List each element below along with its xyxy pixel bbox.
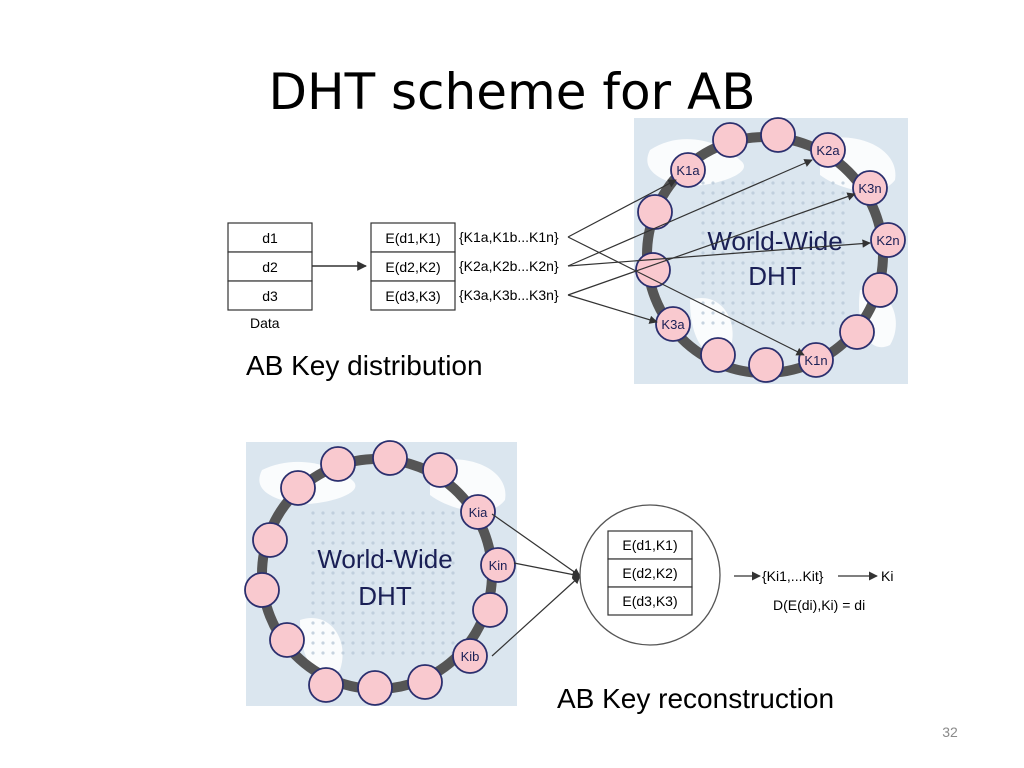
dht-node-top-6 bbox=[870, 222, 906, 258]
encrypted-row-2: E(d2,K2) bbox=[385, 259, 440, 275]
key-set-1: {K1a,K1b...K1n} bbox=[459, 229, 559, 245]
dht-node-bottom-8-label: Kib bbox=[461, 649, 480, 664]
encrypted-table-bottom: E(d1,K1) E(d2,K2) E(d3,K3) bbox=[607, 530, 693, 616]
dht-node-top-11 bbox=[700, 337, 736, 373]
dht-node-top-4-label: K2a bbox=[816, 143, 840, 158]
encrypted-row-bottom-3: E(d3,K3) bbox=[622, 593, 677, 609]
dht-node-top-14 bbox=[637, 194, 673, 230]
dht-node-bottom-9 bbox=[407, 664, 443, 700]
dht-node-bottom-12 bbox=[269, 622, 305, 658]
dht-node-bottom-5 bbox=[460, 494, 496, 530]
dht-node-bottom-2 bbox=[320, 446, 356, 482]
arrow-k3-to-k3n bbox=[567, 192, 856, 296]
arrow-k2-to-k2a bbox=[567, 159, 813, 267]
encrypted-table: E(d1,K1) E(d2,K2) E(d3,K3) bbox=[370, 222, 456, 311]
reconstruction-arrows bbox=[491, 513, 581, 657]
dht-node-top-3 bbox=[760, 117, 796, 153]
dht-node-top-7 bbox=[862, 272, 898, 308]
encrypted-row-1: E(d1,K1) bbox=[385, 230, 440, 246]
arrow-kia-to-circle bbox=[491, 513, 581, 577]
dht-node-bottom-4 bbox=[422, 452, 458, 488]
arrow-k1-to-k1a bbox=[567, 179, 677, 238]
slide-title: DHT scheme for AB bbox=[268, 63, 756, 114]
dht-node-bottom-8 bbox=[452, 638, 488, 674]
dht-node-top-1 bbox=[670, 152, 706, 188]
reconstructed-key: Ki bbox=[881, 568, 893, 584]
arrow-k1-to-k1n bbox=[567, 236, 805, 356]
arrow-kib-to-circle bbox=[491, 575, 581, 657]
dht-node-top-9-label: K1n bbox=[804, 353, 827, 368]
page-number: 32 bbox=[942, 724, 958, 740]
dht-label-world-wide-bottom: World-Wide bbox=[317, 544, 452, 574]
data-row-2: d2 bbox=[262, 259, 278, 275]
dht-node-bottom-13 bbox=[244, 572, 280, 608]
data-row-3: d3 bbox=[262, 288, 278, 304]
caption-key-reconstruction: AB Key reconstruction bbox=[557, 683, 835, 714]
reconstructed-key-set: {Ki1,...Kit} bbox=[762, 568, 824, 584]
dht-node-top-8 bbox=[839, 314, 875, 350]
dht-node-top-12-label: K3a bbox=[661, 317, 685, 332]
encrypted-row-bottom-1: E(d1,K1) bbox=[622, 537, 677, 553]
dht-node-top-5 bbox=[852, 170, 888, 206]
dht-label-dht-top: DHT bbox=[748, 261, 802, 291]
dht-node-bottom-6-label: Kin bbox=[489, 558, 508, 573]
distribution-arrows bbox=[567, 159, 871, 356]
encrypted-row-bottom-2: E(d2,K2) bbox=[622, 565, 677, 581]
dht-node-top-1-label: K1a bbox=[676, 163, 700, 178]
dht-node-bottom-7 bbox=[472, 592, 508, 628]
dht-node-bottom-5-label: Kia bbox=[469, 505, 489, 520]
dht-node-top-5-label: K3n bbox=[858, 181, 881, 196]
dht-label-dht-bottom: DHT bbox=[358, 581, 412, 611]
dht-node-top-9 bbox=[798, 342, 834, 378]
dht-label-world-wide-top: World-Wide bbox=[707, 226, 842, 256]
key-set-3: {K3a,K3b...K3n} bbox=[459, 287, 559, 303]
dht-node-top-4 bbox=[810, 132, 846, 168]
dht-node-top-2 bbox=[712, 122, 748, 158]
dht-node-bottom-3 bbox=[372, 440, 408, 476]
arrow-k2-to-k2n bbox=[567, 239, 871, 267]
data-table: d1 d2 d3 Data bbox=[227, 222, 313, 331]
encrypted-row-3: E(d3,K3) bbox=[385, 288, 440, 304]
caption-key-distribution: AB Key distribution bbox=[246, 350, 483, 381]
dht-node-bottom-10 bbox=[357, 670, 393, 706]
dht-node-bottom-1 bbox=[280, 470, 316, 506]
dht-node-bottom-11 bbox=[308, 667, 344, 703]
dht-node-top-10 bbox=[748, 347, 784, 383]
dht-node-top-12 bbox=[655, 306, 691, 342]
data-table-label: Data bbox=[250, 315, 280, 331]
data-row-1: d1 bbox=[262, 230, 278, 246]
dht-node-bottom-6 bbox=[480, 547, 516, 583]
key-set-2: {K2a,K2b...K2n} bbox=[459, 258, 559, 274]
dht-node-bottom-14 bbox=[252, 522, 288, 558]
dht-node-top-6-label: K2n bbox=[876, 233, 899, 248]
decrypt-formula: D(E(di),Ki) = di bbox=[773, 597, 865, 613]
arrow-k3-to-k3a bbox=[567, 294, 658, 324]
arrow-kin-to-circle bbox=[513, 562, 581, 579]
